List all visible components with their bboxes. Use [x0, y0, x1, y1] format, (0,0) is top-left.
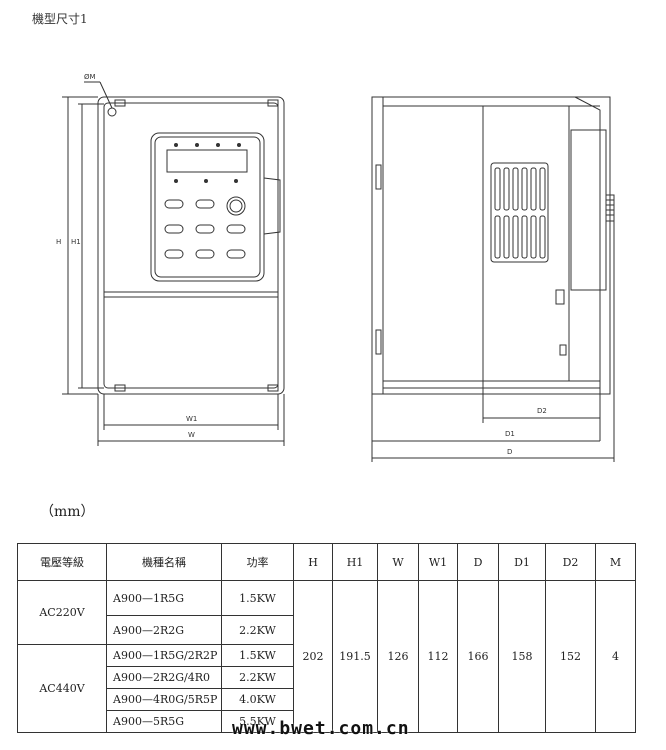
dim-d2-cell: 152 [545, 580, 596, 733]
header-cell: H1 [332, 543, 378, 581]
table-row: AC220V A900—1R5G 1.5KW 202 191.5 126 112… [17, 580, 636, 733]
model-cell: A900—2R2G [106, 615, 222, 645]
spec-table: 電壓等級 機種名稱 功率 H H1 W W1 D D1 D2 M AC220V … [17, 543, 636, 733]
header-cell: H [293, 543, 333, 581]
dim-w-cell: 126 [377, 580, 419, 733]
dim-m-cell: 4 [595, 580, 636, 733]
front-view [62, 81, 285, 446]
header-cell: W1 [418, 543, 458, 581]
table-row: A900—2R2G 2.2KW [18, 615, 636, 645]
label-w1: W1 [186, 415, 197, 423]
keypad-panel [150, 132, 265, 282]
watermark: www.bwet.com.cn [232, 718, 410, 739]
header-cell: 電壓等級 [17, 543, 107, 581]
label-w: W [188, 431, 195, 439]
power-cell: 2.2KW [221, 615, 294, 645]
power-cell: 2.2KW [221, 666, 294, 689]
label-h1: H1 [71, 238, 81, 246]
power-cell: 1.5KW [221, 644, 294, 667]
side-view [371, 96, 615, 462]
header-cell: D1 [498, 543, 546, 581]
label-phi-m: ØM [84, 73, 96, 81]
voltage-cell: AC220V [17, 580, 107, 645]
header-cell: 機種名稱 [106, 543, 222, 581]
power-cell: 1.5KW [221, 580, 294, 616]
dim-d-cell: 166 [457, 580, 499, 733]
model-cell: A900—1R5G [106, 580, 222, 616]
power-cell: 5.5KW [221, 710, 294, 733]
dim-d1-cell: 158 [498, 580, 546, 733]
table-row: A900—4R0G/5R5P 4.0KW [18, 688, 636, 711]
vent-grille [490, 162, 549, 263]
dim-h-cell: 202 [293, 580, 333, 733]
header-cell: 功率 [221, 543, 294, 581]
table-row: AC440V A900—1R5G/2R2P 1.5KW [17, 644, 636, 733]
table-row: A900—2R2G/4R0 2.2KW [18, 666, 636, 689]
model-cell: A900—5R5G [106, 710, 222, 733]
voltage-cell: AC440V [17, 644, 107, 733]
header-cell: D2 [545, 543, 596, 581]
label-d2: D2 [537, 407, 547, 415]
label-h: H [56, 238, 61, 246]
header-cell: W [377, 543, 419, 581]
label-d: D [507, 448, 512, 456]
dimension-drawing: ØM H H1 W1 W D2 D1 D [56, 73, 615, 462]
table-row: A900—5R5G 5.5KW [18, 710, 636, 733]
header-cell: M [595, 543, 636, 581]
power-cell: 4.0KW [221, 688, 294, 711]
model-cell: A900—1R5G/2R2P [106, 644, 222, 667]
table-header-row: 電壓等級 機種名稱 功率 H H1 W W1 D D1 D2 M [17, 543, 636, 581]
unit-label: （mm） [40, 504, 95, 520]
page-title: 機型尺寸1 [32, 12, 88, 26]
header-cell: D [457, 543, 499, 581]
dim-w1-cell: 112 [418, 580, 458, 733]
model-cell: A900—2R2G/4R0 [106, 666, 222, 689]
model-cell: A900—4R0G/5R5P [106, 688, 222, 711]
dim-h1-cell: 191.5 [332, 580, 378, 733]
label-d1: D1 [505, 430, 515, 438]
